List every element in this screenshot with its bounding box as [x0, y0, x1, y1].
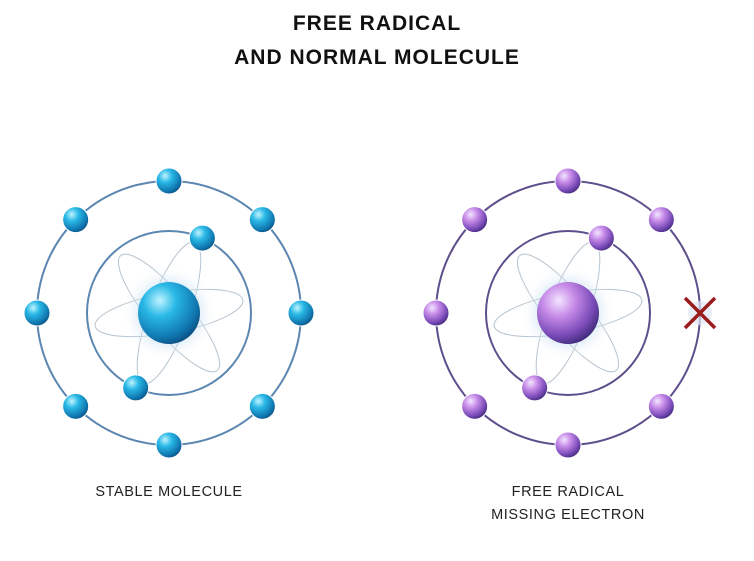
radical-nucleus: [537, 282, 599, 344]
stable-outer-electron: [155, 167, 183, 195]
radical-outer-electron: [461, 206, 489, 234]
missing-electron-label: MISSING ELECTRON: [491, 507, 645, 523]
radical-missing-electron-x-icon: [683, 296, 717, 330]
stable-nucleus: [138, 282, 200, 344]
radical-outer-electron: [554, 167, 582, 195]
stable-inner-electron: [122, 374, 150, 402]
stable-molecule-label: STABLE MOLECULE: [95, 484, 243, 500]
stable-outer-electron: [287, 299, 315, 327]
stable-outer-electron: [248, 392, 276, 420]
radical-outer-electron: [461, 392, 489, 420]
stable-outer-electron: [155, 431, 183, 459]
title-line-2: AND NORMAL MOLECULE: [234, 46, 520, 69]
free-radical-label: FREE RADICAL: [511, 484, 625, 500]
radical-inner-orbit: [485, 230, 651, 396]
stable-outer-electron: [62, 206, 90, 234]
stable-outer-electron: [23, 299, 51, 327]
title-line-1: FREE RADICAL: [292, 12, 462, 35]
radical-outer-electron: [422, 299, 450, 327]
stable-outer-electron: [248, 206, 276, 234]
radical-inner-electron: [587, 224, 615, 252]
radical-outer-electron: [554, 431, 582, 459]
radical-inner-electron: [521, 374, 549, 402]
radical-outer-electron: [647, 206, 675, 234]
radical-outer-electron: [647, 392, 675, 420]
stable-inner-electron: [188, 224, 216, 252]
stable-inner-orbit: [86, 230, 252, 396]
stable-outer-electron: [62, 392, 90, 420]
